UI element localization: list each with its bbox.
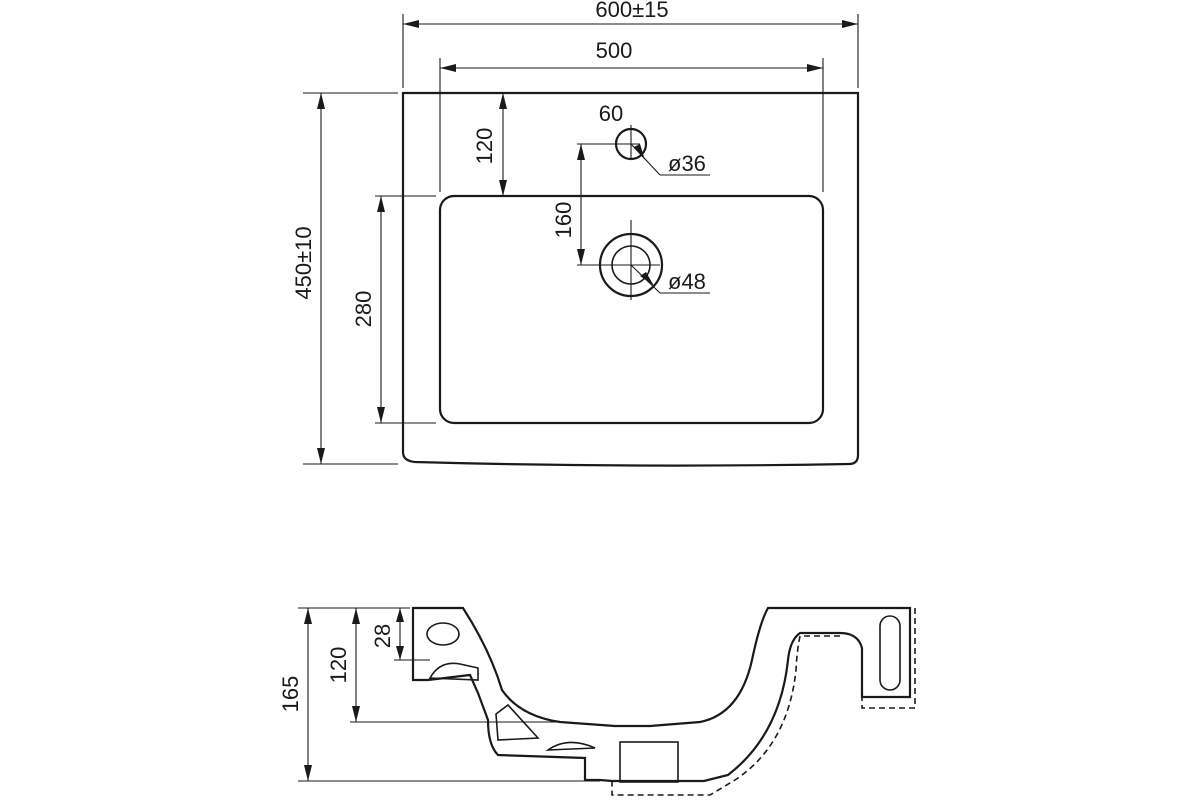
label-tap-hole-diameter: ø36 [668, 151, 706, 176]
label-bowl-height: 120 [326, 647, 351, 684]
label-back-to-bowl: 120 [472, 128, 497, 165]
inner-cavity-2 [545, 741, 596, 751]
label-total-height: 165 [278, 676, 303, 713]
overflow-cavity [428, 662, 479, 681]
label-tap-offset: 60 [599, 101, 623, 126]
plan-view: 600±15 500 60 120 160 ø36 ø48 [291, 0, 860, 467]
label-bowl-width: 500 [596, 38, 633, 63]
right-slot [879, 615, 901, 691]
label-overall-width: 600±15 [595, 0, 668, 22]
right-dashed-outline [611, 608, 916, 796]
section-view: 165 120 28 [278, 606, 916, 796]
inner-cavity-1 [495, 703, 540, 741]
section-body [411, 606, 912, 783]
label-bowl-depth: 280 [351, 291, 376, 328]
label-drain-diameter: ø48 [668, 269, 706, 294]
label-rim-height: 28 [370, 624, 395, 648]
label-tap-to-drain: 160 [551, 202, 576, 239]
basin-outline [401, 91, 860, 467]
overflow-channel [426, 622, 460, 646]
drain-opening [619, 741, 679, 783]
bowl-outline [438, 194, 825, 425]
label-overall-depth: 450±10 [291, 226, 316, 299]
